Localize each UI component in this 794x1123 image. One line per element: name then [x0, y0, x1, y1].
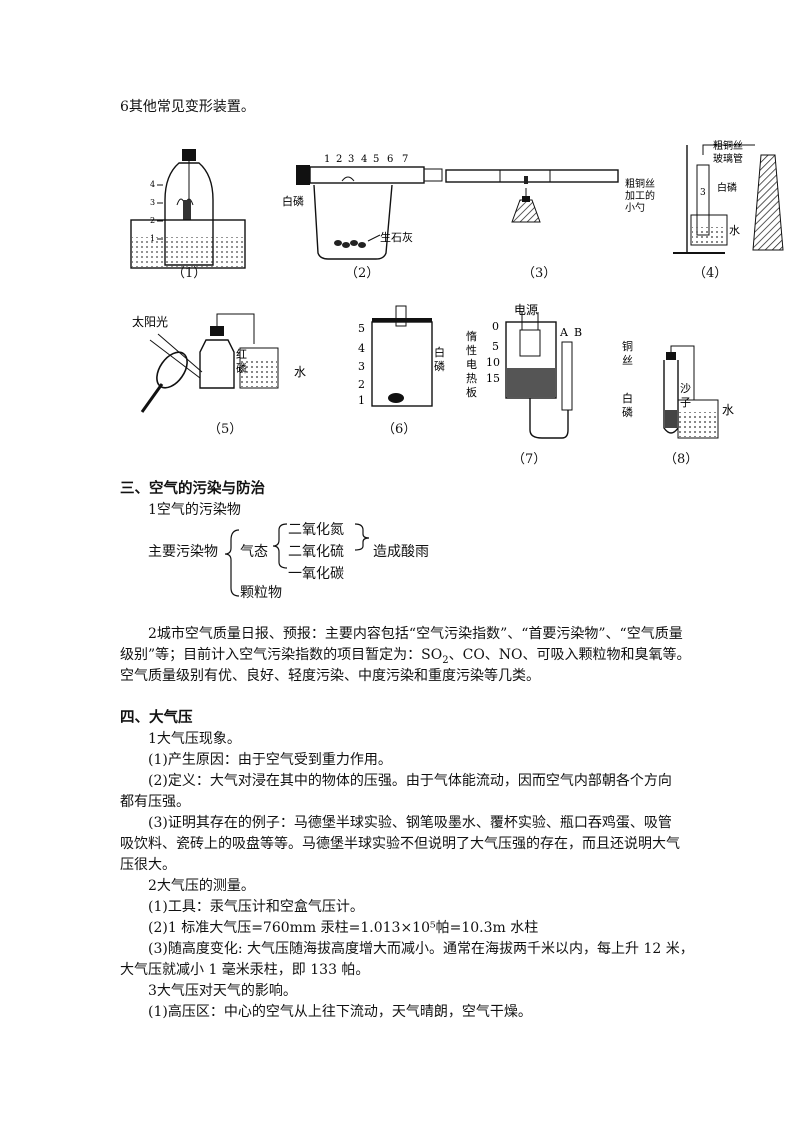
- intro-text: 6其他常见变形装置。: [120, 99, 255, 115]
- f8-label-white: 磷: [622, 406, 633, 419]
- section4-line: 3大气压对天气的影响。: [148, 983, 297, 999]
- section4-line: (1)工具：汞气压计和空盒气压计。: [148, 899, 364, 915]
- f5-label-red: 红: [236, 348, 247, 361]
- f4-label-tube: 玻璃管: [713, 152, 743, 165]
- figure-5: 太阳光 红 磷 水: [132, 313, 306, 413]
- pollutant-gas-item: 一氧化碳: [288, 566, 344, 582]
- item2-sub: 2: [442, 654, 449, 666]
- f4-label-spoon: 加工的: [625, 189, 655, 202]
- f2-ruler: 5: [373, 154, 379, 165]
- f6-tick: 3: [358, 360, 365, 373]
- section4-title: 四、大气压: [120, 710, 193, 726]
- section4-line: (2)定义：大气对浸在其中的物体的压强。由于气体能流动，因而空气内部朝各个方向: [148, 773, 672, 789]
- section4-line: (2)1 标准大气压=760mm 汞柱=1.013×10⁵帕=10.3m 水柱: [148, 920, 539, 936]
- figure-1-caption: （1）: [172, 266, 207, 281]
- figure-7-caption: （7）: [512, 452, 547, 467]
- section4-line: 1大气压现象。: [148, 731, 241, 747]
- figure-8-caption: （8）: [664, 452, 699, 467]
- f5-label-water: 水: [294, 365, 306, 379]
- pollutant-gas-item: 二氧化氮: [288, 522, 344, 538]
- f6-tick: 5: [358, 322, 365, 335]
- section3-item1: 1空气的污染物: [148, 502, 241, 518]
- f7-side: 板: [466, 385, 477, 399]
- section4-line: 吸饮料、瓷砖上的吸盘等等。马德堡半球实验不但说明了大气压强的存在，而且还说明大气: [120, 836, 680, 852]
- f7-tick: 5: [492, 340, 499, 353]
- section4-line: (3)随高度变化: 大气压随海拔高度增大而减小。通常在海拔两千米以内，每上升 1…: [148, 941, 694, 957]
- f6-tick: 1: [358, 394, 365, 407]
- figure-7: 电源 0 5 10 15 惰 性 电 热 板 A B: [466, 303, 582, 439]
- f2-ruler: 7: [402, 154, 408, 165]
- section4-line: 都有压强。: [120, 794, 190, 810]
- f2-ruler: 4: [361, 154, 367, 165]
- f7-side: 电: [466, 358, 477, 371]
- f4-num: 3: [700, 188, 706, 198]
- figure-2: 1 2 3 4 5 6 7 白磷 生石灰: [282, 154, 443, 260]
- f4-label-spoon: 粗铜丝: [625, 178, 655, 190]
- section4-line: 大气压就减小 1 毫米汞柱，即 133 帕。: [120, 962, 370, 978]
- figure-6-caption: （6）: [382, 422, 417, 437]
- f6-label-white: 磷: [434, 360, 445, 373]
- section3-title: 三、空气的污染与防治: [120, 481, 265, 497]
- f6-tick: 4: [358, 342, 365, 355]
- section4-line: 2大气压的测量。: [148, 878, 255, 894]
- figure-1: 4 3 2 1: [130, 149, 246, 269]
- section3-item2-line: 2城市空气质量日报、预报：主要内容包括“空气污染指数”、“首要污染物”、“空气质…: [148, 626, 683, 642]
- figure-4-caption: （4）: [693, 266, 728, 281]
- f2-ruler: 6: [387, 154, 393, 165]
- f6-tick: 2: [358, 378, 365, 391]
- f7-side: 性: [466, 343, 477, 357]
- f2-ruler: 3: [348, 154, 354, 165]
- f7-tick: 0: [492, 320, 499, 333]
- f2-label-white: 白磷: [282, 194, 304, 208]
- f7-tick: 10: [486, 356, 500, 369]
- f2-label-lime: 生石灰: [380, 230, 413, 244]
- f4-label-wire: 粗铜丝: [713, 140, 743, 152]
- section3-item2-line: 级别”等；目前计入空气污染指数的项目暂定为：SO2、CO、NO、可吸入颗粒物和臭…: [120, 645, 691, 665]
- f5-label-red: 磷: [236, 362, 247, 375]
- figure-3-caption: （3）: [522, 266, 557, 281]
- f7-label-b: B: [574, 326, 582, 339]
- f8-label-sand: 子: [680, 396, 691, 409]
- figure-2-caption: （2）: [345, 266, 380, 281]
- f4-label-white: 白磷: [717, 181, 737, 194]
- f7-label-power: 电源: [514, 303, 538, 317]
- item2-text: 、CO、NO、可吸入颗粒物和臭氧等。: [448, 647, 691, 663]
- figure-5-caption: （5）: [208, 422, 243, 437]
- f1-tick: 4: [150, 180, 155, 189]
- figure-3: [445, 169, 619, 223]
- pollutant-gas-label: 气态: [240, 544, 268, 560]
- figure-6: 5 4 3 2 1 白 磷: [358, 305, 445, 407]
- section4-line: 压很大。: [120, 857, 176, 873]
- pollutant-main-label: 主要污染物: [148, 544, 218, 560]
- item2-text: 级别”等；目前计入空气污染指数的项目暂定为：SO: [120, 647, 443, 663]
- f4-label-water: 水: [729, 224, 740, 237]
- pollutant-brace-diagram: [225, 523, 370, 597]
- f7-label-a: A: [559, 326, 569, 339]
- f6-label-white: 白: [434, 345, 445, 359]
- section4-line: (1)高压区：中心的空气从上往下流动，天气晴朗，空气干燥。: [148, 1004, 532, 1020]
- f1-tick: 3: [150, 198, 155, 207]
- f4-label-spoon: 小勺: [625, 202, 645, 214]
- f1-tick: 2: [150, 216, 155, 225]
- f8-label-water: 水: [722, 403, 734, 417]
- section3-item2-line: 空气质量级别有优、良好、轻度污染、中度污染和重度污染等几类。: [120, 668, 540, 684]
- f8-label-sand: 沙: [680, 382, 691, 395]
- pollutant-result: 造成酸雨: [373, 544, 429, 560]
- f1-tick: 1: [150, 234, 155, 243]
- f7-side: 惰: [466, 329, 477, 343]
- f7-tick: 15: [486, 372, 500, 385]
- f8-label-cu: 铜: [622, 339, 633, 353]
- pollutant-gas-item: 二氧化硫: [288, 544, 344, 560]
- f8-label-white: 白: [622, 391, 633, 405]
- f2-ruler: 2: [336, 154, 342, 165]
- f7-side: 热: [466, 372, 477, 385]
- f5-label-sun: 太阳光: [132, 314, 168, 329]
- figure-4: 粗铜丝 玻璃管 粗铜丝 加工的 小勺 3 白磷 水: [625, 140, 784, 254]
- section4-line: (3)证明其存在的例子：马德堡半球实验、钢笔吸墨水、覆杯实验、瓶口吞鸡蛋、吸管: [148, 815, 672, 831]
- f2-ruler: 1: [324, 154, 330, 165]
- f8-label-cu: 丝: [622, 354, 633, 367]
- figure-8: 铜 丝 白 磷 沙 子 水: [622, 339, 734, 439]
- section4-line: (1)产生原因：由于空气受到重力作用。: [148, 752, 392, 768]
- pollutant-particle: 颗粒物: [240, 585, 282, 601]
